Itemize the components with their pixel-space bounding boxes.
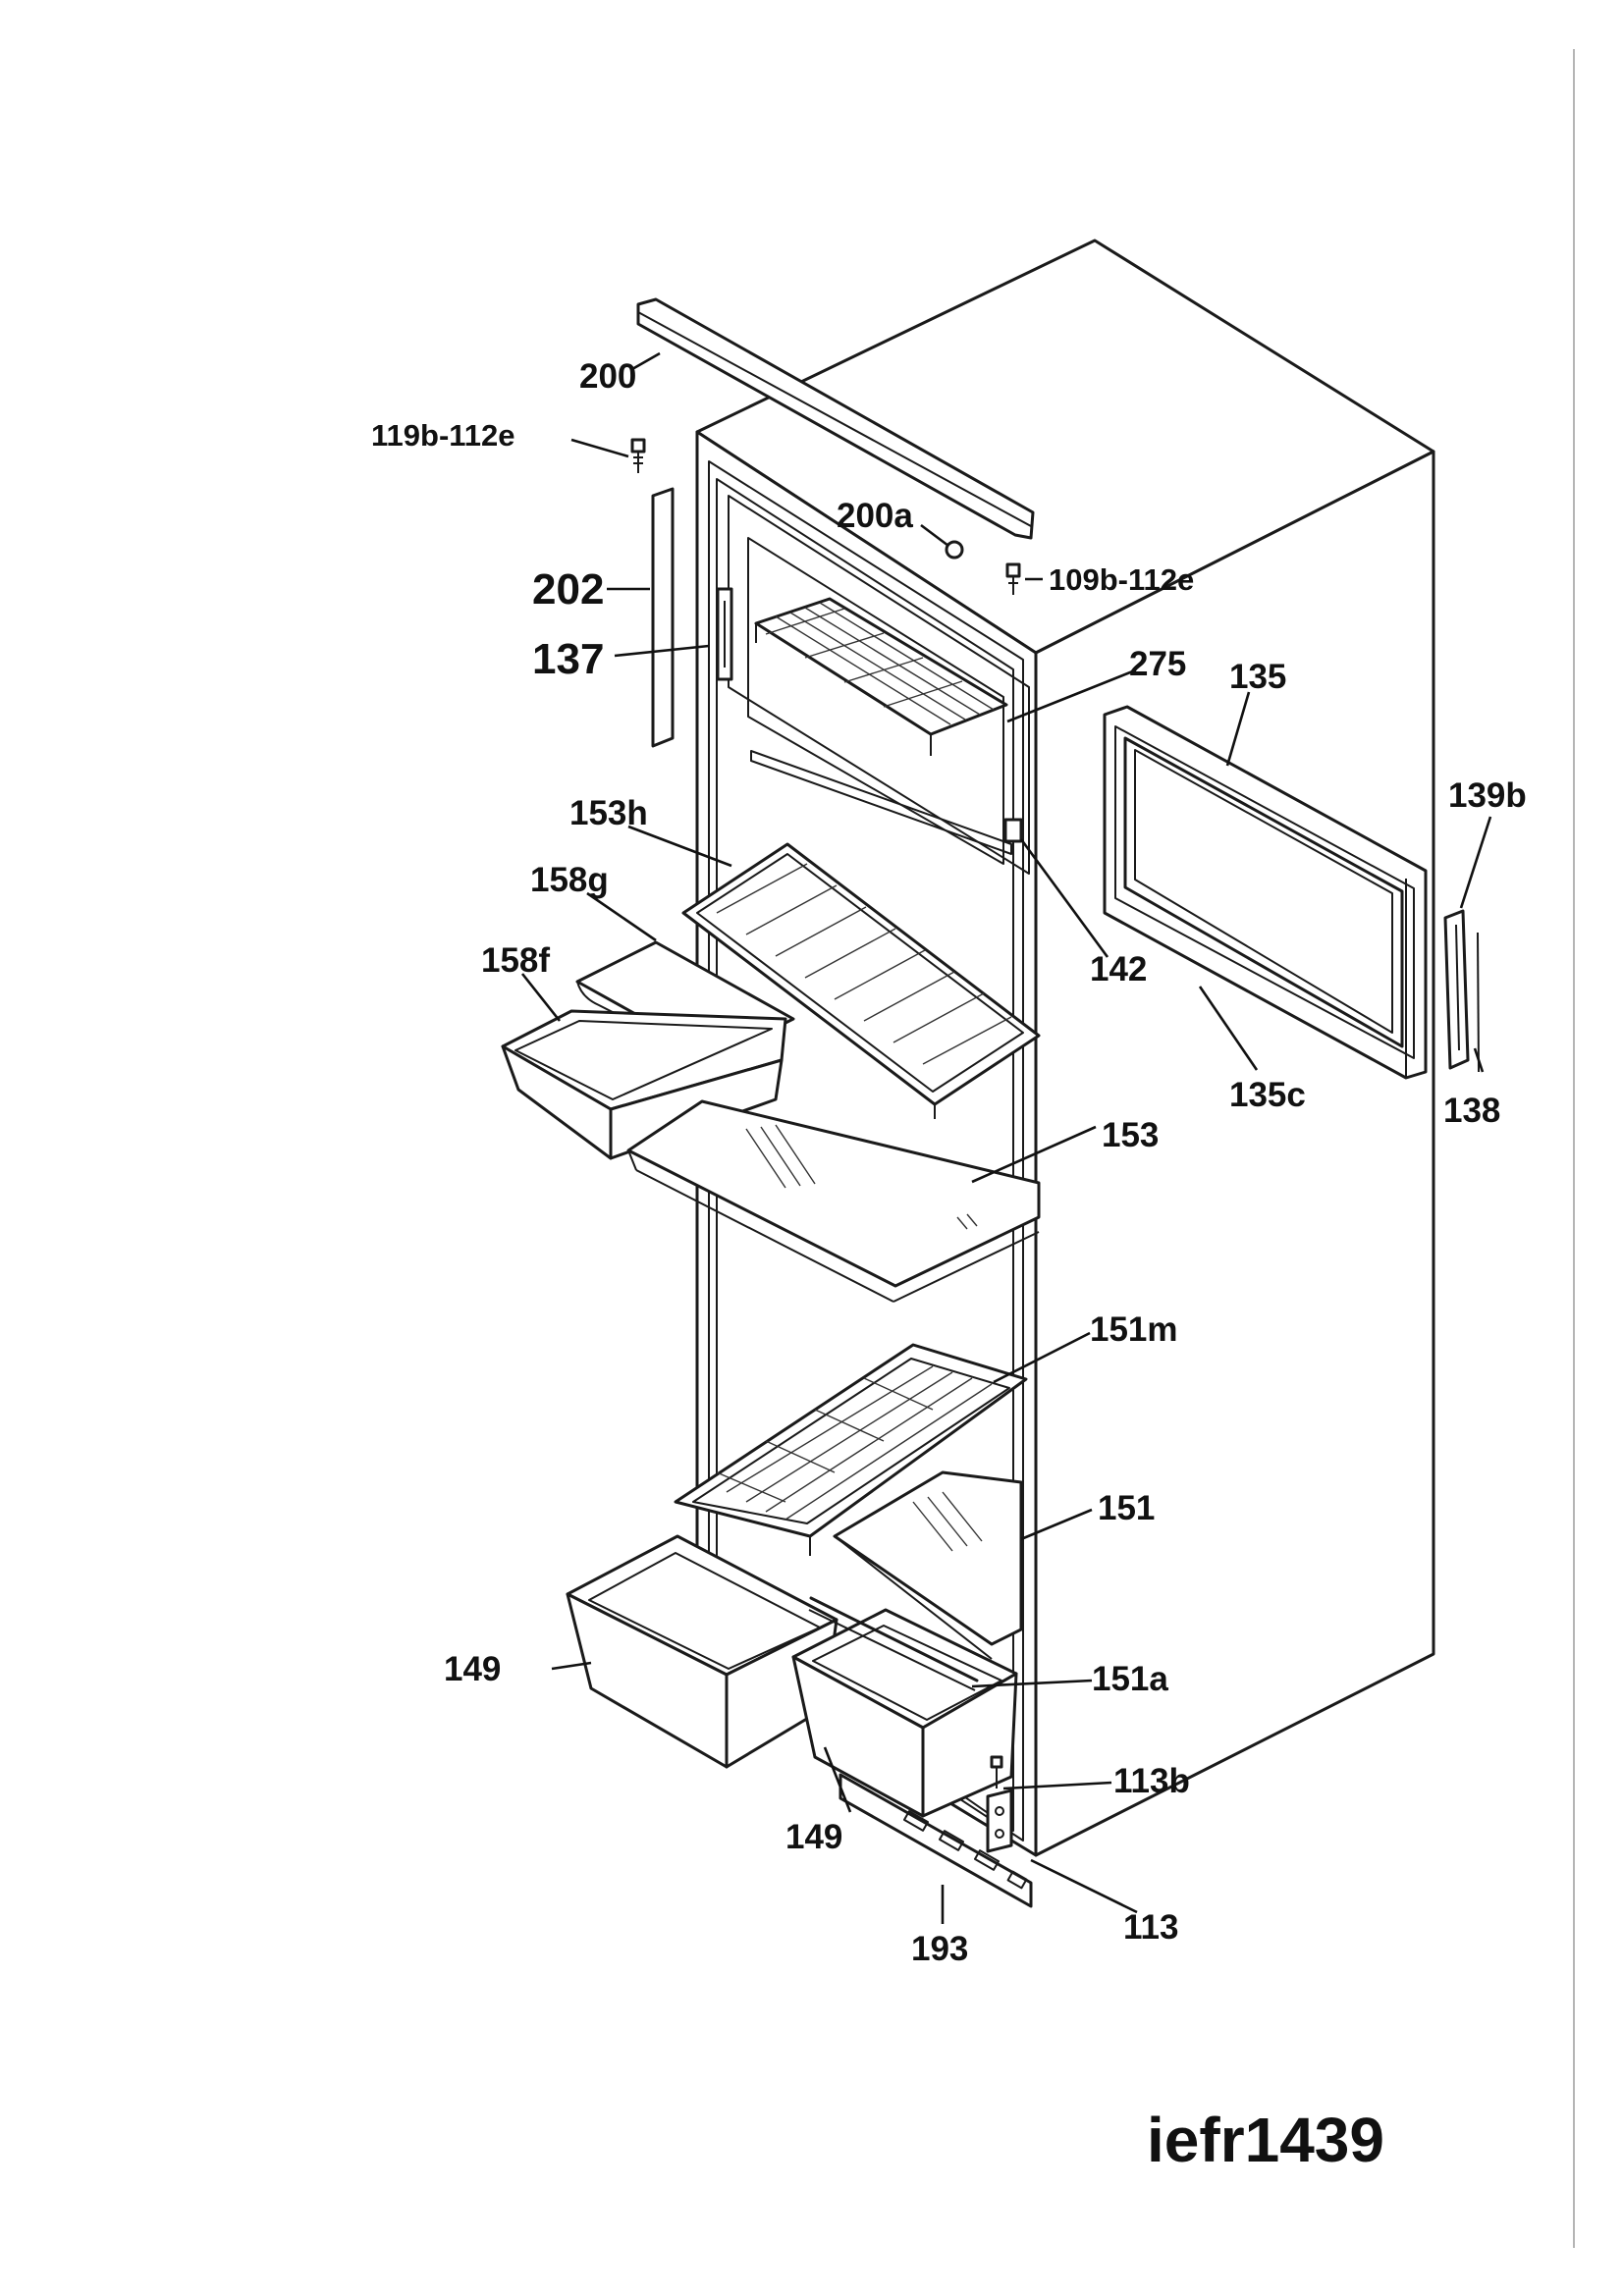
callout-113b: 113b: [1113, 1762, 1190, 1800]
callout-153: 153: [1102, 1116, 1159, 1154]
leader-lines: [520, 351, 1492, 1924]
diagram-code: iefr1439: [1147, 2105, 1384, 2175]
callout-193: 193: [911, 1930, 968, 1968]
callout-109b-112e: 109b-112e: [1049, 562, 1194, 597]
callout-119b-112e: 119b-112e: [371, 418, 515, 453]
crisper-glass-cover: [833, 1470, 1023, 1660]
top-trim-strip: [636, 297, 1035, 540]
callout-200a: 200a: [837, 497, 913, 535]
callout-113: 113: [1123, 1908, 1178, 1947]
clip-part: [1003, 818, 1023, 843]
callout-139b: 139b: [1448, 776, 1527, 815]
glass-shelf: [626, 1099, 1041, 1303]
freezer-compartment: [728, 495, 1030, 875]
callout-135: 135: [1229, 658, 1286, 696]
callout-151a: 151a: [1092, 1660, 1168, 1698]
plug-part: [945, 540, 964, 560]
bottom-hinge: [986, 1755, 1013, 1853]
upper-wire-shelf: [681, 842, 1041, 1119]
thermostat-knob: [716, 587, 733, 681]
callout-149-left: 149: [444, 1650, 501, 1688]
callout-labels: 200 119b-112e 200a 109b-112e 202 137 275…: [371, 357, 1527, 1968]
callout-135c: 135c: [1229, 1076, 1306, 1114]
screw-109b: [1005, 562, 1021, 595]
screw-119b: [630, 438, 646, 473]
door-handle: [1443, 909, 1480, 1073]
lower-wire-shelf: [674, 1343, 1028, 1556]
callout-158g: 158g: [530, 861, 609, 899]
callout-200: 200: [579, 357, 636, 396]
callout-142: 142: [1090, 950, 1147, 988]
callout-149-bottom: 149: [785, 1818, 842, 1856]
callout-151m: 151m: [1090, 1310, 1178, 1349]
callout-138: 138: [1443, 1092, 1500, 1130]
callout-137: 137: [532, 635, 604, 683]
callout-153h: 153h: [569, 794, 648, 832]
callout-158f: 158f: [481, 941, 550, 980]
callout-151: 151: [1098, 1489, 1155, 1527]
crisper-drawer-right: [791, 1596, 1018, 1818]
callout-202: 202: [532, 565, 604, 614]
hinge-cover-strip: [651, 487, 675, 748]
freezer-door: [1103, 705, 1428, 1080]
callout-275: 275: [1129, 645, 1186, 683]
